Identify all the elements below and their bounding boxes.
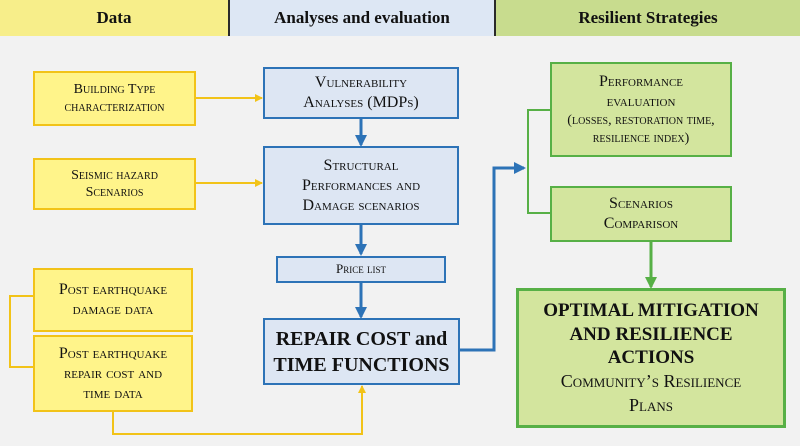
performance-line1: Performance [598,73,684,90]
box-performance-evaluation: Performance evaluation (losses, restorat… [550,62,732,157]
box-vulnerability-analyses: Vulnerability Analyses (MDPs) [263,67,459,119]
building-type-line1: Building Type [73,82,156,97]
box-scenarios-comparison: Scenarios Comparison [550,186,732,242]
building-type-line2: characterization [64,99,165,115]
vulnerability-line1: Vulnerability [314,74,408,91]
arrow-repair-to-strategies [460,162,526,352]
post-damage-line1: Post earthquake [58,281,168,298]
structural-line2: Performances and [301,176,421,194]
post-repair-line3: time data [83,384,143,402]
post-repair-line1: Post earthquake [58,344,168,362]
seismic-hazard-line2: Scenarios [85,185,144,200]
scenarios-line1: Scenarios [609,195,673,212]
optimal-line2: AND RESILIENCE [569,323,733,345]
header-data: Data [0,0,228,36]
header-resilient-strategies: Resilient Strategies [496,0,800,36]
optimal-line1: OPTIMAL MITIGATION [543,299,759,321]
box-optimal-mitigation: OPTIMAL MITIGATION AND RESILIENCE ACTION… [516,288,786,428]
structural-line3: Damage scenarios [302,196,420,214]
repair-cost-line1: REPAIR COST and [275,327,448,350]
box-post-earthquake-repair: Post earthquake repair cost and time dat… [33,335,193,412]
post-repair-line2: repair cost and [63,364,163,382]
vulnerability-line2: Analyses (MDPs) [303,94,419,111]
repair-cost-line2: TIME FUNCTIONS [273,353,450,376]
community-plans-line1: Community’s Resilience [560,371,742,392]
box-seismic-hazard: Seismic hazard Scenarios [33,158,196,210]
box-post-earthquake-damage: Post earthquake damage data [33,268,193,332]
bracket-post-earthquake [9,295,33,368]
box-price-list: Price list [276,256,446,283]
bracket-strategies [527,109,550,214]
performance-line2: evaluation [606,93,676,110]
post-damage-line2: damage data [72,301,154,318]
box-repair-cost-functions: REPAIR COST and TIME FUNCTIONS [263,318,460,385]
community-plans-line2: Plans [629,394,673,415]
seismic-hazard-line1: Seismic hazard [71,167,158,183]
scenarios-line2: Comparison [603,215,679,232]
structural-line1: Structural [323,156,399,174]
performance-line3: (losses, restoration time, [567,113,715,128]
arrow-repair-data-to-functions [112,385,366,435]
box-building-type: Building Type characterization [33,71,196,126]
price-list-label: Price list [336,261,386,277]
performance-line4: resilience index) [592,130,690,146]
optimal-line3: ACTIONS [607,347,695,369]
header-analyses: Analyses and evaluation [228,0,496,36]
box-structural-performances: Structural Performances and Damage scena… [263,146,459,225]
